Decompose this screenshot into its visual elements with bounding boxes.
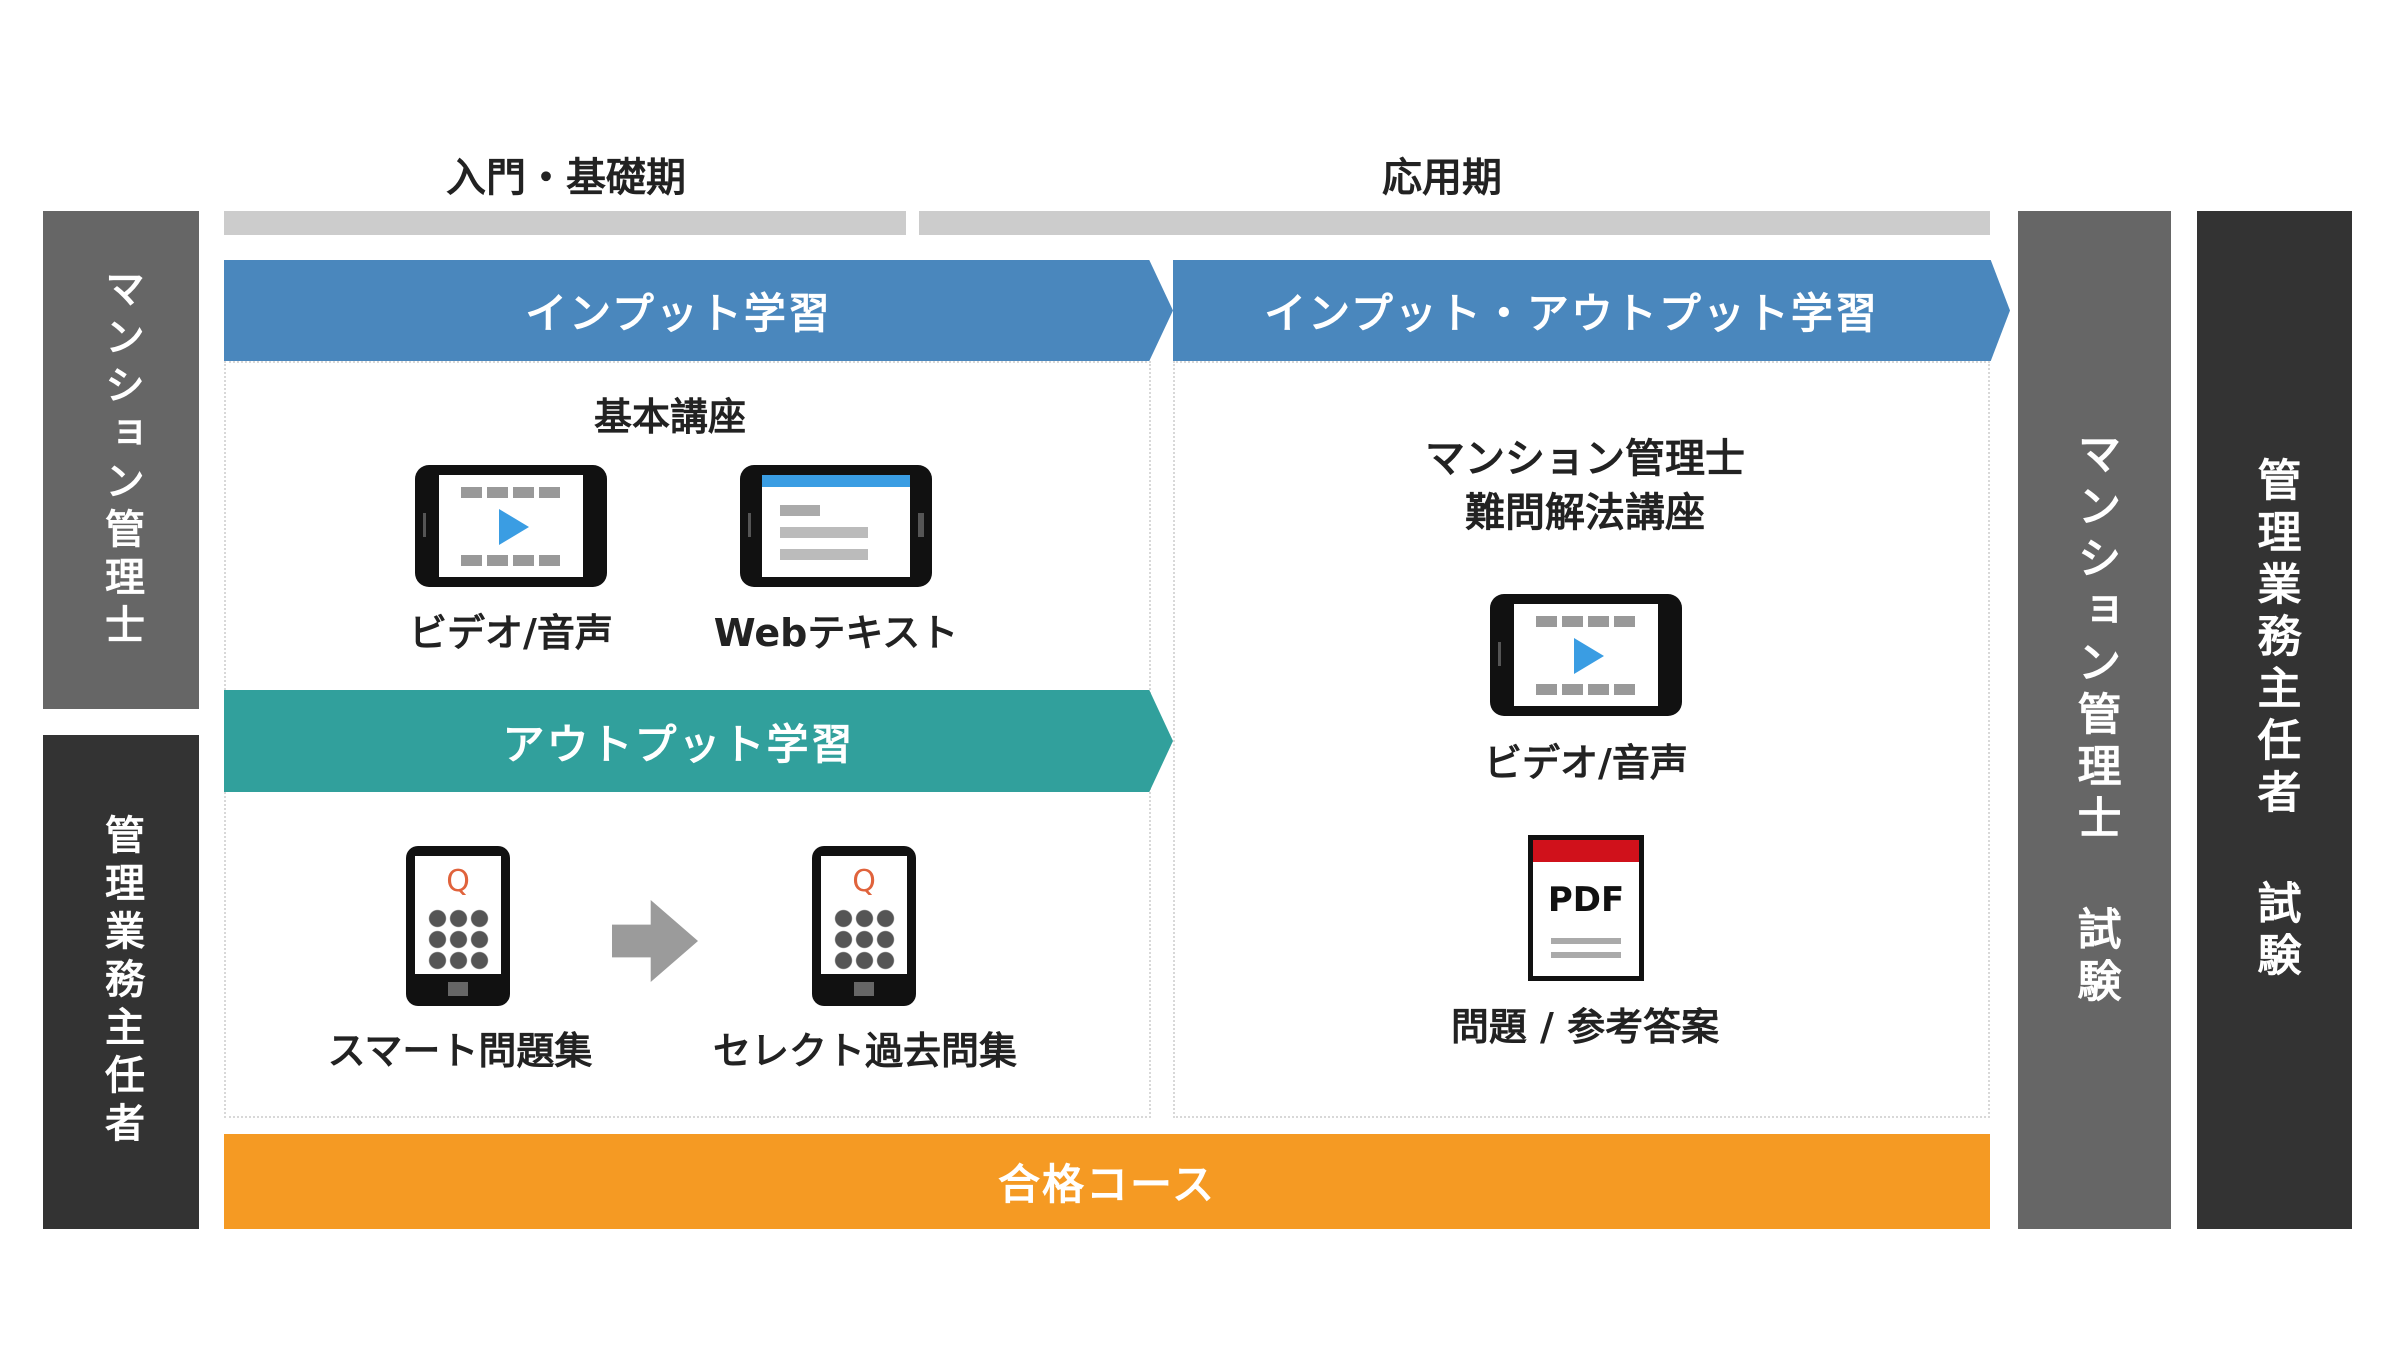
left-column-mansion: マンション管理士 [43, 211, 199, 709]
smart-quiz-label: スマート問題集 [327, 1029, 593, 1073]
applied-course-title-line1: マンション管理士 [1425, 436, 1745, 482]
right-column-mansion-exam: マンション管理士 試験 [2018, 211, 2171, 1229]
basic-video-label: ビデオ/音声 [409, 611, 613, 655]
applied-content-box [1173, 361, 1990, 1118]
input-output-learning-arrow: インプット・アウトプット学習 [1173, 260, 2010, 361]
applied-course-title-line2: 難問解法講座 [1465, 490, 1705, 536]
pdf-document-icon: PDF [1528, 835, 1644, 981]
right-column-kanri-exam: 管理業務主任者 試験 [2197, 211, 2352, 1229]
select-past-exam-label: セレクト過去問集 [712, 1029, 1017, 1073]
basic-course-title: 基本講座 [593, 395, 746, 439]
output-learning-label: アウトプット学習 [502, 719, 855, 769]
output-learning-arrow: アウトプット学習 [224, 690, 1173, 792]
web-text-tablet-icon [740, 465, 932, 587]
phase-bar-applied [919, 211, 1990, 235]
pdf-qa-label: 問題 / 参考答案 [1450, 1005, 1720, 1049]
pdf-glyph: PDF [1547, 880, 1625, 920]
pass-course-bar: 合格コース [224, 1134, 1990, 1229]
quiz-q-glyph: Q [446, 864, 470, 899]
right-column-kanri-exam-label: 管理業務主任者 試験 [2249, 456, 2301, 984]
basic-webtext-label: Webテキスト [713, 611, 959, 655]
phase-label-basic: 入門・基礎期 [446, 155, 686, 201]
phase-bar-basic [224, 211, 906, 235]
video-tablet-icon [415, 465, 607, 587]
left-column-mansion-label: マンション管理士 [98, 268, 144, 652]
left-column-kanri: 管理業務主任者 [43, 735, 199, 1229]
left-column-kanri-label: 管理業務主任者 [98, 814, 144, 1150]
input-learning-label: インプット学習 [525, 289, 832, 338]
pass-course-label: 合格コース [998, 1160, 1216, 1209]
quiz-q-glyph: Q [852, 864, 876, 899]
video-tablet-icon [1490, 594, 1682, 716]
input-learning-arrow: インプット学習 [224, 260, 1173, 361]
smartphone-quiz-icon: Q [812, 846, 916, 1006]
input-output-learning-label: インプット・アウトプット学習 [1264, 289, 1879, 338]
right-column-mansion-exam-label: マンション管理士 試験 [2069, 430, 2121, 1010]
phase-label-applied: 応用期 [1382, 155, 1502, 201]
smartphone-quiz-icon: Q [406, 846, 510, 1006]
applied-video-label: ビデオ/音声 [1484, 741, 1688, 785]
